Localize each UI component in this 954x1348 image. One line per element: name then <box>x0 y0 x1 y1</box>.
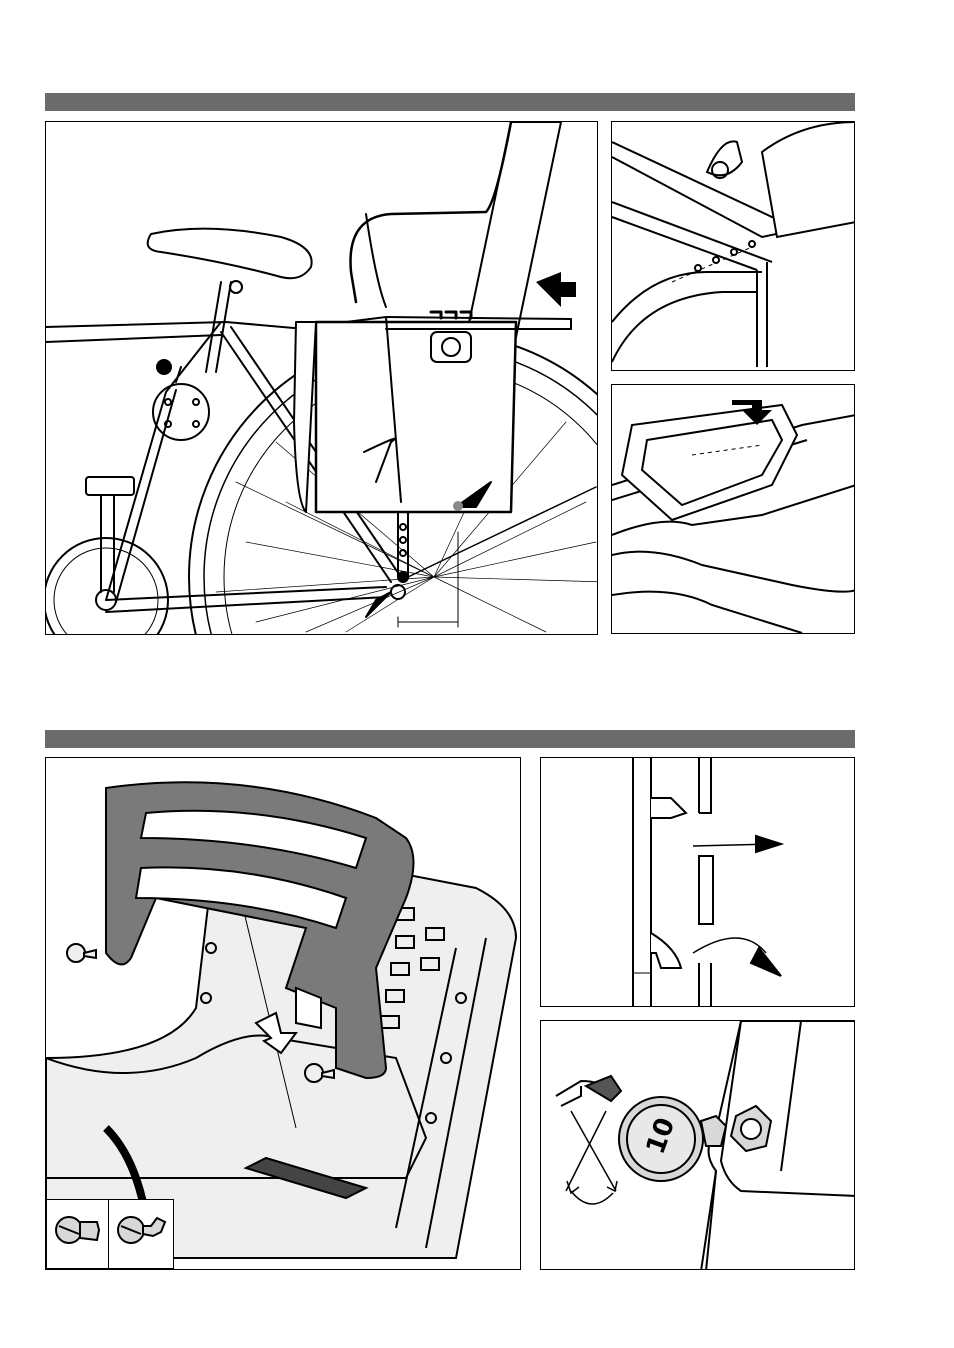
coin-lock-illustration <box>541 1021 855 1270</box>
rack-holes-illustration <box>612 122 855 371</box>
screw-type-a-inset <box>46 1199 110 1269</box>
hook-release-illustration <box>541 758 855 1007</box>
seat-base-illustration <box>612 385 855 634</box>
backrest-attachment-illustration <box>46 758 521 1270</box>
section-header-bar-2 <box>45 730 855 748</box>
hook-release-detail-panel <box>540 757 855 1007</box>
rack-holes-detail-panel <box>611 121 855 371</box>
screw-a-icon <box>47 1200 111 1270</box>
coin-lock-detail-panel: 10 <box>540 1020 855 1270</box>
screw-type-b-inset <box>108 1199 174 1269</box>
screw-b-icon <box>109 1200 175 1270</box>
bike-seat-illustration <box>46 122 598 635</box>
seat-base-detail-panel <box>611 384 855 634</box>
backrest-attachment-panel <box>45 757 521 1270</box>
section-header-bar-1 <box>45 93 855 111</box>
bike-seat-mounting-panel <box>45 121 598 635</box>
